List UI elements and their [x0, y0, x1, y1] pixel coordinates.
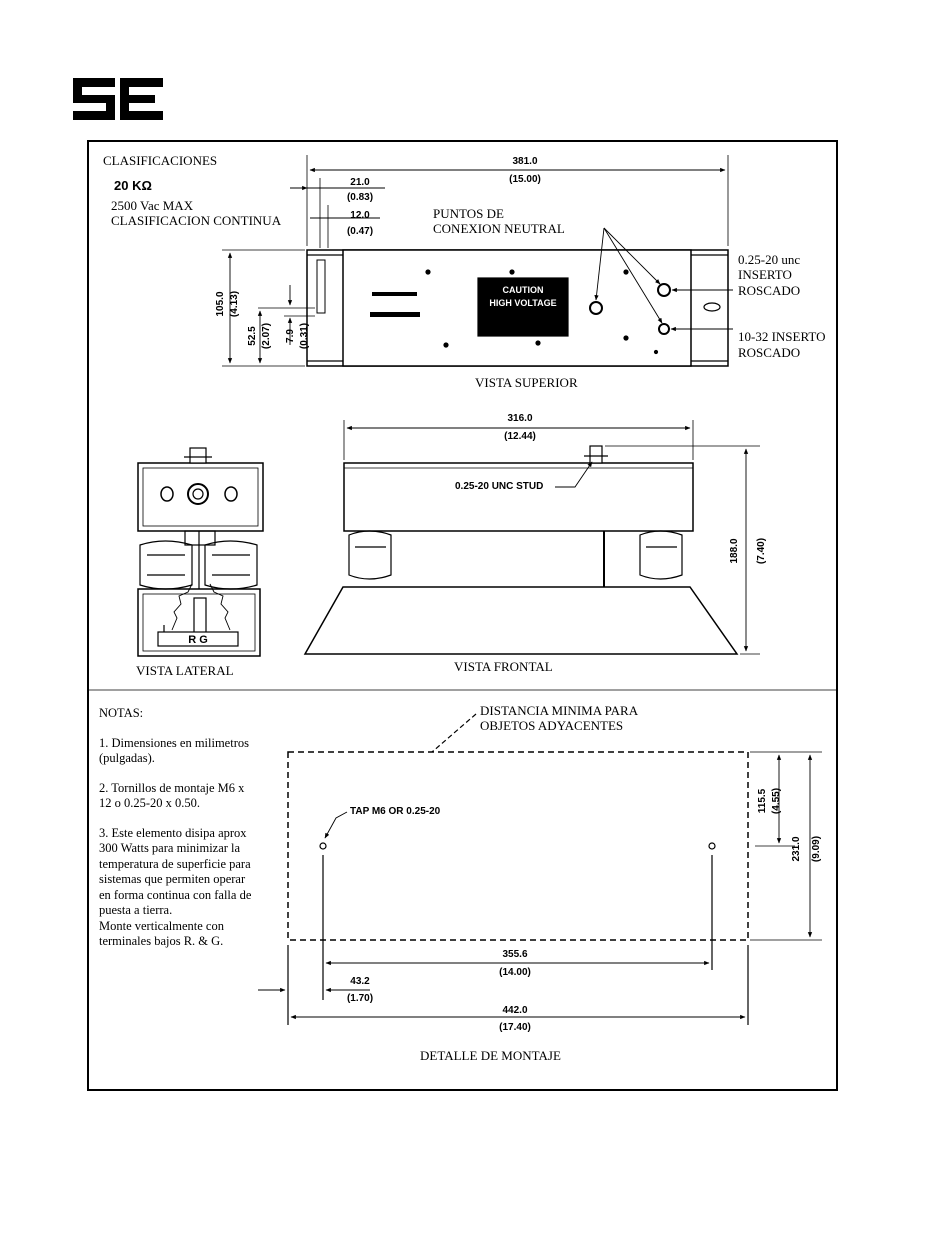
dim-316-mm: 316.0 [507, 413, 533, 424]
front-view [303, 420, 760, 655]
dim-105-in: (4.13) [229, 290, 240, 318]
high-voltage-label: HIGH VOLTAGE [489, 298, 557, 308]
dim-43-mm: 43.2 [350, 976, 370, 987]
clearance-label-line1: DISTANCIA MINIMA PARA [480, 703, 639, 718]
dim-231-mm: 231.0 [791, 836, 802, 862]
resistance-rating: 20 KΩ [114, 178, 152, 193]
dim-21-in: (0.83) [346, 192, 374, 203]
logo-graphic [73, 78, 163, 120]
top-view [222, 155, 733, 367]
insert2-line1: 10-32 INSERTO [738, 329, 826, 344]
voltage-rating: 2500 Vac MAX [111, 198, 194, 213]
classifications-heading: CLASIFICACIONES [103, 153, 218, 168]
dim-316-in: (12.44) [504, 431, 536, 442]
caution-label: CAUTION [502, 285, 544, 295]
clearance-label-line2: OBJETOS ADYACENTES [480, 718, 624, 733]
dim-7-in: (0.31) [299, 322, 310, 350]
note-2: 2. Tornillos de montaje M6 x 12 o 0.25-2… [99, 780, 245, 811]
drawing-frame [87, 140, 838, 1091]
dim-442-in: (17.40) [499, 1022, 531, 1033]
dim-381-mm: 381.0 [512, 156, 538, 167]
dim-188-mm: 188.0 [729, 538, 740, 564]
terminal-labels: R G [188, 634, 208, 646]
insert1-line3: ROSCADO [738, 283, 801, 298]
insert1-line1: 0.25-20 unc [738, 252, 801, 267]
top-view-caption: VISTA SUPERIOR [475, 375, 578, 390]
insert1-line2: INSERTO [738, 267, 792, 282]
insert2-line2: ROSCADO [738, 345, 801, 360]
company-logo [73, 78, 163, 120]
dim-355-in: (14.00) [499, 967, 531, 978]
mounting-detail [258, 713, 822, 1025]
notes-heading: NOTAS: [99, 706, 144, 720]
dim-21-mm: 21.0 [350, 177, 370, 188]
dim-52-mm: 52.5 [247, 326, 258, 346]
dim-442-mm: 442.0 [502, 1005, 528, 1016]
side-view-caption: VISTA LATERAL [136, 663, 234, 678]
note-1: 1. Dimensiones en milimetros (pulgadas). [99, 735, 249, 766]
stud-label: 0.25-20 UNC STUD [455, 481, 544, 492]
duty-rating: CLASIFICACION CONTINUA [111, 213, 282, 228]
tap-label: TAP M6 OR 0.25-20 [350, 806, 441, 817]
dim-355-mm: 355.6 [502, 949, 528, 960]
dim-12-mm: 12.0 [350, 210, 370, 221]
dim-381-in: (15.00) [509, 174, 541, 185]
dim-188-in: (7.40) [756, 537, 767, 565]
side-view [137, 447, 264, 657]
dim-115-in: (4.55) [771, 787, 782, 815]
note-4: Monte verticalmente con terminales bajos… [99, 918, 224, 949]
front-view-caption: VISTA FRONTAL [454, 659, 553, 674]
neutral-label-line1: PUNTOS DE [433, 206, 504, 221]
note-3: 3. Este elemento disipa aprox 300 Watts … [99, 825, 252, 918]
dim-105-mm: 105.0 [215, 291, 226, 317]
dim-7-mm: 7.9 [285, 329, 296, 343]
mounting-caption: DETALLE DE MONTAJE [420, 1048, 561, 1063]
neutral-label-line2: CONEXION NEUTRAL [433, 221, 565, 236]
notes-block: NOTAS: 1. Dimensiones en milimetros (pul… [99, 706, 259, 950]
dim-231-in: (9.09) [811, 835, 822, 863]
dim-12-in: (0.47) [346, 226, 374, 237]
dim-115-mm: 115.5 [757, 788, 768, 814]
dim-52-in: (2.07) [261, 322, 272, 350]
dim-43-in: (1.70) [346, 993, 374, 1004]
